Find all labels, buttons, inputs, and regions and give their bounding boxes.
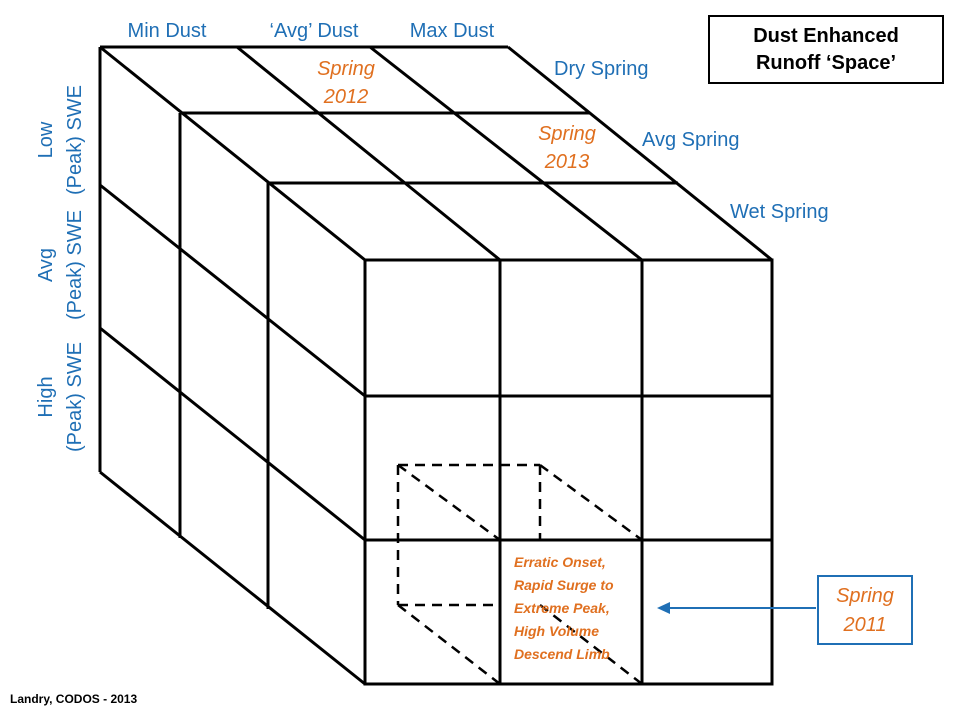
min-dust-label: Min Dust <box>128 20 207 42</box>
cube-grid <box>98 45 774 686</box>
svg-text:2011: 2011 <box>842 614 886 636</box>
svg-text:(Peak) SWE: (Peak) SWE <box>64 342 86 452</box>
max-dust-label: Max Dust <box>410 20 495 42</box>
svg-text:Low: Low <box>35 121 57 158</box>
dry-spring-label: Dry Spring <box>554 58 648 80</box>
avg-dust-label: ‘Avg’ Dust <box>270 20 359 42</box>
svg-text:2013: 2013 <box>544 151 590 173</box>
credit-text: Landry, CODOS - 2013 <box>10 692 137 706</box>
svg-text:(Peak) SWE: (Peak) SWE <box>64 210 86 320</box>
svg-text:Descend Limb: Descend Limb <box>514 646 610 662</box>
svg-text:Erratic Onset,: Erratic Onset, <box>514 554 606 570</box>
title-line-2: Runoff ‘Space’ <box>756 52 896 74</box>
low-swe-label: Low (Peak) SWE <box>35 85 86 195</box>
svg-text:Spring: Spring <box>538 123 596 145</box>
wet-spring-label: Wet Spring <box>730 201 829 223</box>
spring-2011-callout: Spring 2011 <box>817 575 913 645</box>
avg-spring-label: Avg Spring <box>642 129 739 151</box>
svg-text:High: High <box>35 376 57 417</box>
svg-text:2012: 2012 <box>323 86 369 108</box>
svg-text:Spring: Spring <box>836 585 894 607</box>
svg-text:(Peak) SWE: (Peak) SWE <box>64 85 86 195</box>
spring-2012-marker: Spring 2012 <box>317 58 375 108</box>
svg-text:Rapid Surge to: Rapid Surge to <box>514 577 614 593</box>
svg-text:Spring: Spring <box>317 58 375 80</box>
arrow-icon <box>657 602 816 614</box>
high-swe-label: High (Peak) SWE <box>35 342 86 452</box>
spring-2013-marker: Spring 2013 <box>538 123 596 173</box>
svg-text:Avg: Avg <box>35 248 57 282</box>
cell-description: Erratic Onset, Rapid Surge to Extreme Pe… <box>514 554 614 662</box>
svg-text:High Volume: High Volume <box>514 623 599 639</box>
title-line-1: Dust Enhanced <box>753 25 899 47</box>
avg-swe-label: Avg (Peak) SWE <box>35 210 86 320</box>
title-box: Dust Enhanced Runoff ‘Space’ <box>708 15 944 84</box>
dashed-inner-cell <box>396 463 643 685</box>
svg-text:Extreme Peak,: Extreme Peak, <box>514 600 610 616</box>
